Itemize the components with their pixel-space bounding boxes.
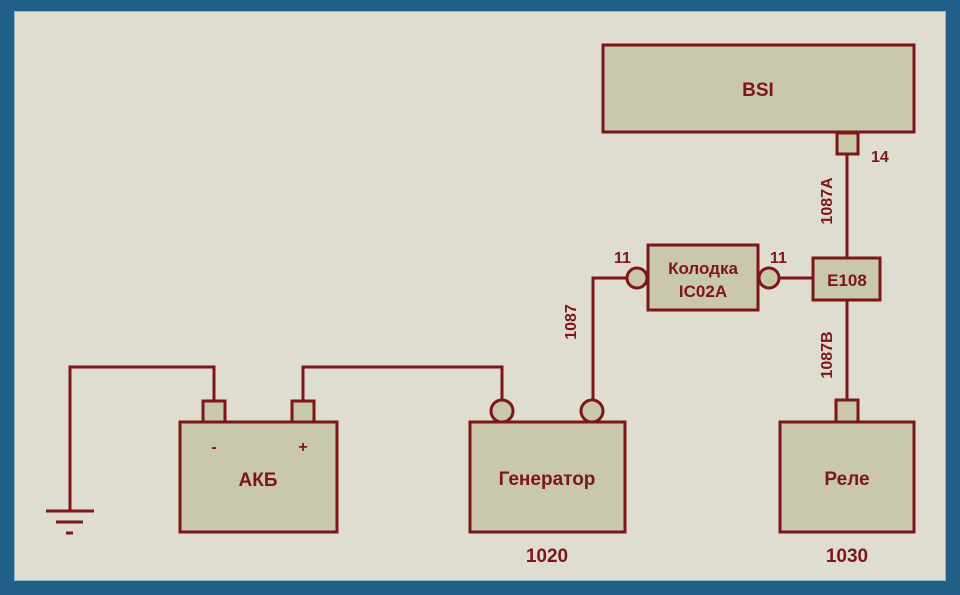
battery-generator-wire <box>301 365 504 402</box>
bsi-module[interactable]: BSI 14 <box>601 43 916 166</box>
battery-plus-terminal <box>290 399 316 424</box>
relay[interactable]: Реле 1030 <box>778 398 916 567</box>
generator-pin-left <box>489 398 515 424</box>
wire-1087 <box>591 276 627 402</box>
relay-code: 1030 <box>826 546 868 567</box>
wire-label-1087a: 1087A <box>819 177 836 225</box>
ground-wire <box>68 365 216 510</box>
generator-label: Генератор <box>499 469 596 490</box>
generator-code: 1020 <box>526 546 568 567</box>
bsi-pin-number: 14 <box>871 149 889 166</box>
bsi-pin-terminal <box>835 131 860 156</box>
battery-minus-sign: - <box>211 439 216 456</box>
splice-e108[interactable]: E108 <box>811 256 882 302</box>
connector-label-line2: IC02A <box>679 282 727 301</box>
battery-label: АКБ <box>239 470 278 491</box>
battery-plus-sign: + <box>298 439 307 456</box>
ground-icon <box>46 509 94 535</box>
connector-label-line1: Колодка <box>668 259 738 278</box>
battery-minus-terminal <box>201 399 227 424</box>
wire-label-1087: 1087 <box>563 304 580 340</box>
battery[interactable]: - + АКБ <box>178 399 339 534</box>
relay-label: Реле <box>824 469 869 490</box>
connector-pin-right-number: 11 <box>770 250 787 267</box>
splice-label: E108 <box>827 271 867 290</box>
connector-ic02a[interactable]: Колодка IC02A 11 11 <box>614 243 787 312</box>
connector-pin-right <box>757 266 781 290</box>
bsi-label: BSI <box>742 80 774 101</box>
connector-pin-left <box>625 266 649 290</box>
connector-pin-left-number: 11 <box>614 250 631 267</box>
generator-pin-right <box>579 398 605 424</box>
wire-label-1087b: 1087B <box>819 331 836 378</box>
generator[interactable]: Генератор 1020 <box>468 398 627 567</box>
relay-pin-terminal <box>834 398 860 424</box>
